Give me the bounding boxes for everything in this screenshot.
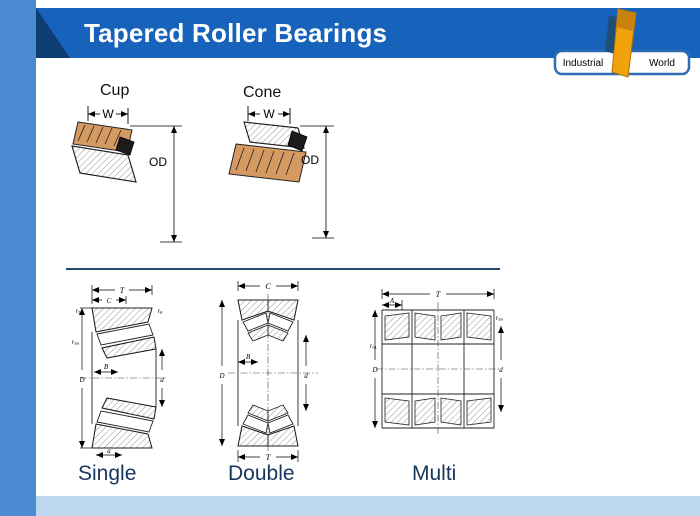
multi-roller [384, 312, 410, 341]
page-title: Tapered Roller Bearings [84, 18, 388, 48]
cup-section [71, 121, 137, 183]
double-t-label: T [266, 453, 271, 462]
cone-race-hatching [235, 147, 295, 176]
single-r-top-right-label: rₐ [158, 309, 163, 315]
single-roller-bottom [96, 410, 154, 433]
single-cup-top [91, 307, 153, 333]
left-sidebar-strip [0, 0, 36, 516]
cone-section [228, 121, 308, 183]
double-b-label: B [246, 353, 251, 361]
multi-rollers [384, 312, 492, 426]
multi-t-label: T [436, 290, 441, 299]
multi-outer-d-label: D [371, 366, 377, 374]
multi-d-label: d [499, 366, 503, 374]
cone-race [228, 143, 307, 183]
cone-roller [287, 130, 308, 152]
double-outer-d-label: D [218, 372, 224, 380]
multi-r-right-label: r₂ₐ [496, 316, 503, 322]
double-roller-bottom-right [267, 414, 294, 434]
single-t-label: T [120, 286, 125, 295]
cup-diagram: W OD [71, 106, 182, 243]
double-d-label: d [304, 372, 308, 380]
single-section [91, 307, 157, 449]
single-outer-d-label: D [78, 376, 84, 384]
double-c-dimension [237, 281, 299, 291]
single-caption: Single [78, 462, 137, 485]
double-cup-bottom-right [267, 425, 299, 447]
single-roller-top [96, 323, 154, 346]
multi-roller [414, 312, 436, 341]
double-c-label: C [265, 282, 271, 291]
multi-caption: Multi [412, 462, 457, 485]
double-t-dimension [237, 450, 299, 462]
multi-t-dimension [381, 289, 495, 299]
single-a-label: a [107, 447, 111, 455]
cone-w-dimension [247, 106, 291, 124]
single-diagram: T C r₂ₐ rₐ r₃ₐ B d D a [72, 285, 166, 458]
section-divider-line [66, 268, 500, 270]
multi-roller [466, 397, 492, 426]
cone-w-label: W [263, 107, 275, 121]
header-accent-triangle [36, 8, 70, 58]
multi-roller [440, 397, 462, 426]
cup-w-label: W [102, 107, 114, 121]
single-t-dimension [91, 285, 153, 304]
single-b-label: B [104, 363, 109, 371]
cone-od-dimension [300, 125, 334, 239]
logo-text-world: World [649, 58, 675, 69]
multi-roller [466, 312, 492, 341]
footer-band [0, 496, 700, 516]
multi-roller [384, 397, 410, 426]
multi-diagram: T A r₂ₐ r₁ₐ d D [370, 289, 504, 436]
cone-title: Cone [243, 84, 282, 101]
cup-title: Cup [100, 82, 130, 99]
industrial-world-logo: Industrial World [553, 8, 691, 78]
single-cup-bottom [91, 423, 153, 449]
double-caption: Double [228, 462, 295, 485]
multi-a-label: A [389, 297, 395, 305]
multi-r-left-label: r₁ₐ [370, 344, 377, 350]
single-c-label: C [107, 297, 112, 305]
header-bar [36, 8, 700, 58]
accent-triangle-shape [36, 8, 70, 58]
single-D-dimension [79, 307, 92, 449]
cup-od-dimension [130, 125, 182, 243]
multi-a-dimension [382, 300, 403, 310]
double-cone-bottom-right [267, 404, 289, 422]
cup-race-hatching [77, 124, 122, 147]
cone-diagram: W OD [228, 106, 334, 239]
cup-w-dimension [87, 106, 129, 124]
single-r-mid-left-label: r₃ₐ [72, 340, 79, 346]
cup-flange [71, 145, 137, 183]
multi-roller [440, 312, 462, 341]
cone-od-label: OD [301, 153, 319, 167]
cup-od-label: OD [149, 155, 167, 169]
double-roller-top-right [267, 312, 294, 332]
logo-ribbon-top [616, 9, 636, 31]
logo-text-industrial: Industrial [563, 58, 604, 69]
cup-roller [115, 136, 135, 156]
single-d-label: d [160, 376, 164, 384]
multi-roller [414, 397, 436, 426]
double-diagram: C B T D d [218, 281, 318, 462]
